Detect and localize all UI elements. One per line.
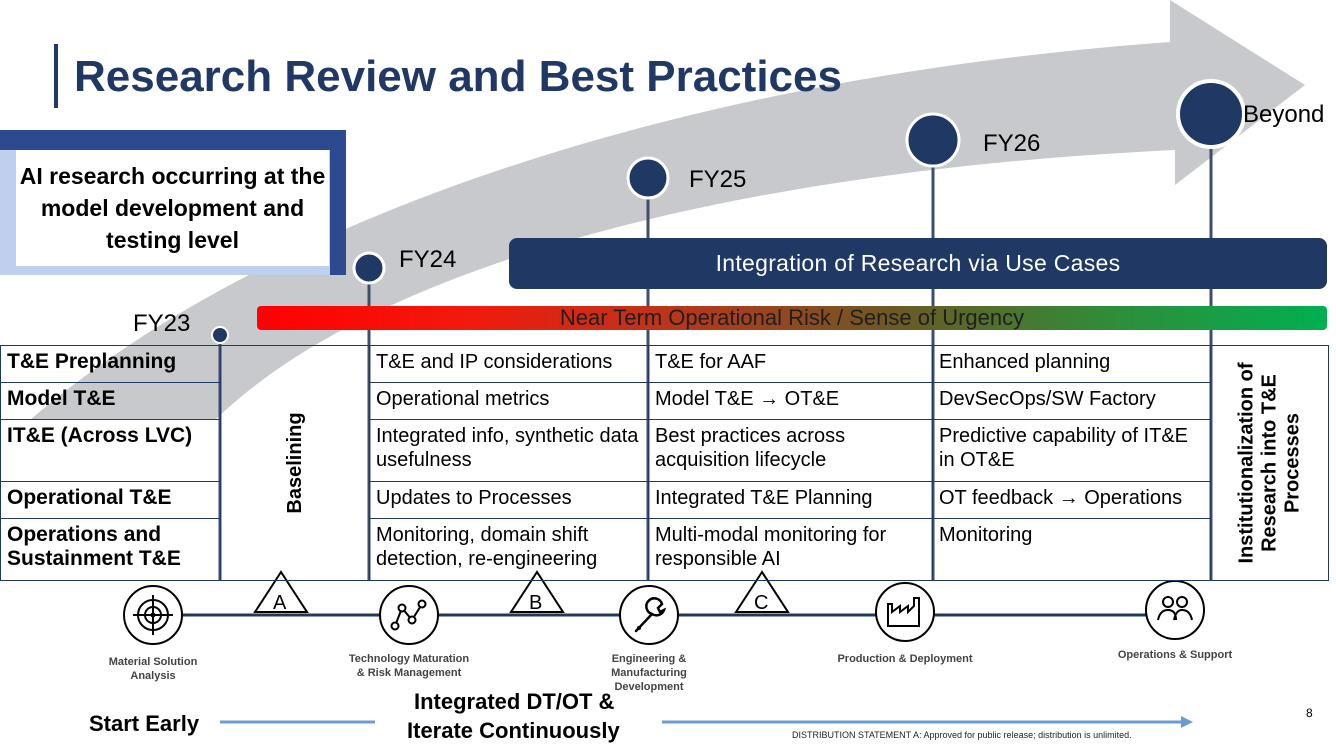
- cell-fy24: Updates to Processes: [369, 481, 649, 519]
- people-icon: [1145, 580, 1205, 640]
- iterate-label: Iterate Continuously: [407, 718, 620, 743]
- cell-fy26: Enhanced planning: [932, 345, 1211, 383]
- row-label: T&E Preplanning: [0, 345, 221, 383]
- fy26-label: FY26: [983, 130, 1041, 157]
- milestone-a-triangle: [253, 570, 309, 613]
- cell-fy25: T&E for AAF: [648, 345, 933, 383]
- milestone-b-label: B: [529, 592, 543, 614]
- institutionalization-cell: Institutionalization of Research into T&…: [1210, 345, 1329, 581]
- milestone-a-label: A: [273, 592, 287, 614]
- cell-fy25: Model T&E → OT&E: [648, 382, 933, 420]
- phase-label: Engineering & Manufacturing Development: [611, 653, 687, 693]
- target-icon: [123, 585, 183, 645]
- fy24-label: FY24: [399, 246, 457, 273]
- cell-fy24: Operational metrics: [369, 382, 649, 420]
- table-row: Operational T&E Updates to Processes Int…: [0, 481, 1329, 519]
- integrated-label: Integrated DT/OT &: [414, 689, 615, 714]
- risk-urgency-bar: Near Term Operational Risk / Sense of Ur…: [257, 305, 1327, 330]
- cell-fy25: Multi-modal monitoring for responsible A…: [648, 518, 933, 581]
- cell-fy25: Best practices across acquisition lifecy…: [648, 419, 933, 482]
- fy25-dot: [626, 156, 670, 200]
- fy26-dot: [905, 112, 961, 168]
- wrench-icon: [619, 585, 679, 645]
- fy24-dot: [352, 251, 386, 285]
- cell-fy26: OT feedback → Operations: [932, 481, 1211, 519]
- use-case-banner: Integration of Research via Use Cases: [509, 238, 1327, 289]
- cell-fy26: Monitoring: [932, 518, 1211, 581]
- phase-label: Operations & Support: [1117, 649, 1233, 661]
- table-row: Operations and Sustainment T&E Monitorin…: [0, 518, 1329, 581]
- research-matrix: T&E Preplanning Baselining T&E and IP co…: [0, 345, 1329, 581]
- row-label: Operations and Sustainment T&E: [0, 518, 221, 581]
- beyond-label: Beyond: [1243, 101, 1325, 128]
- cell-fy24: T&E and IP considerations: [369, 345, 649, 383]
- phase-label: Production & Deployment: [837, 653, 973, 665]
- network-icon: [379, 585, 439, 645]
- baselining-cell: Baselining: [220, 345, 370, 581]
- table-row: IT&E (Across LVC) Integrated info, synth…: [0, 419, 1329, 482]
- baselining-label: Baselining: [284, 412, 306, 514]
- beyond-dot: [1176, 79, 1246, 149]
- row-label: Model T&E: [0, 382, 221, 420]
- row-label: Operational T&E: [0, 481, 221, 519]
- milestone-c-triangle: [734, 570, 790, 613]
- cell-fy26: Predictive capability of IT&E in OT&E: [932, 419, 1211, 482]
- milestone-b-triangle: [509, 570, 565, 613]
- row-label: IT&E (Across LVC): [0, 419, 221, 482]
- table-row: T&E Preplanning Baselining T&E and IP co…: [0, 345, 1329, 581]
- distribution-statement: DISTRIBUTION STATEMENT A: Approved for p…: [792, 730, 1132, 740]
- table-row: Model T&E Operational metrics Model T&E …: [0, 382, 1329, 420]
- fy25-label: FY25: [689, 166, 747, 193]
- page-title: Research Review and Best Practices: [74, 52, 842, 101]
- fy23-label: FY23: [133, 310, 191, 337]
- callout-text: AI research occurring at the model devel…: [16, 150, 329, 266]
- phase-label: Material Solution Analysis: [108, 656, 198, 682]
- factory-icon: [875, 582, 935, 642]
- phase-label: Technology Maturation & Risk Management: [348, 653, 470, 679]
- cell-fy25: Integrated T&E Planning: [648, 481, 933, 519]
- title-accent-bar: [54, 44, 58, 108]
- start-early-label: Start Early: [89, 711, 200, 736]
- fy23-dot: [211, 326, 229, 344]
- page-number: 8: [1306, 706, 1313, 720]
- milestone-c-label: C: [754, 592, 769, 614]
- iterate-arrowhead: [1181, 716, 1193, 728]
- cell-fy24: Monitoring, domain shift detection, re-e…: [369, 518, 649, 581]
- cell-fy24: Integrated info, synthetic data usefulne…: [369, 419, 649, 482]
- institutionalization-label: Institutionalization of Research into T&…: [1235, 362, 1303, 564]
- cell-fy26: DevSecOps/SW Factory: [932, 382, 1211, 420]
